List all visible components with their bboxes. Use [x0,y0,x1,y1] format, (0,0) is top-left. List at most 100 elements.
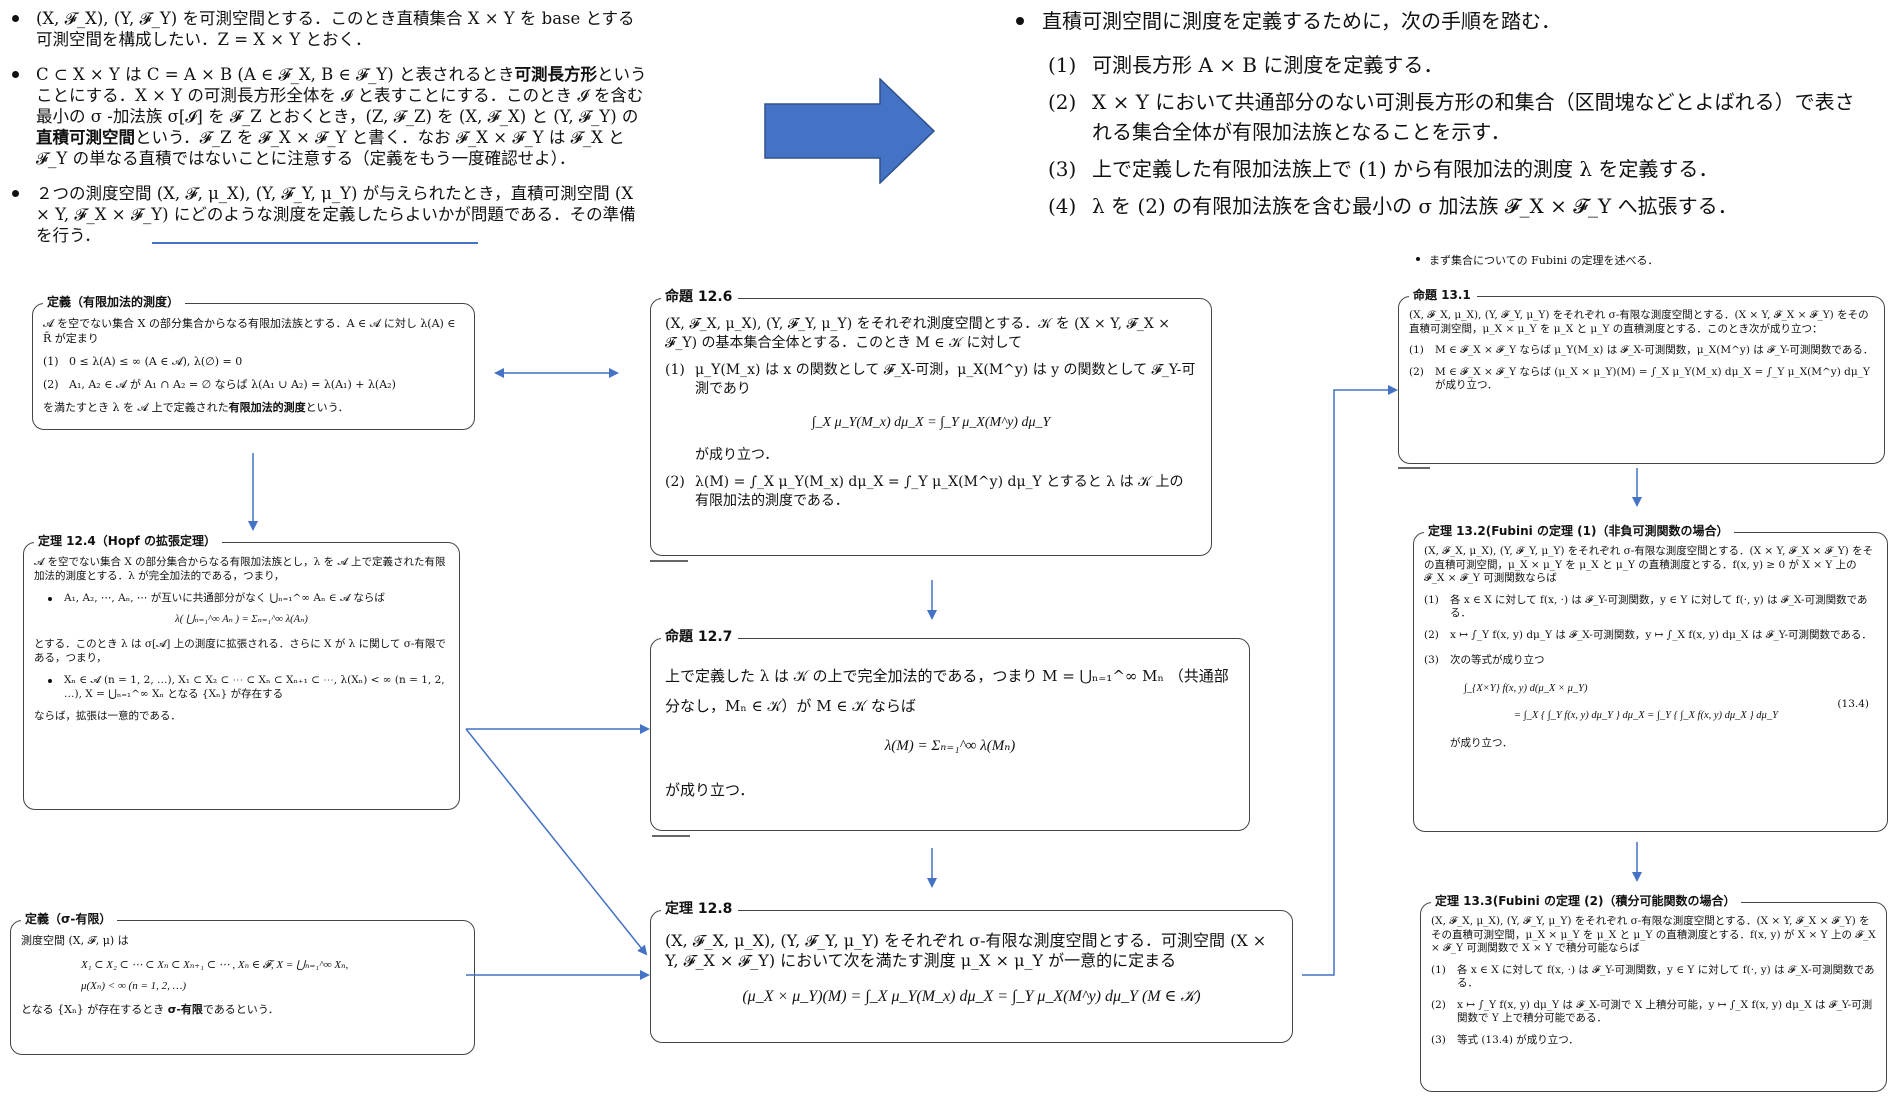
intro-bullet-2-post: という．𝓕_Z を 𝓕_X × 𝓕_Y と書く．なお 𝓕_X × 𝓕_Y は 𝓕… [36,128,625,168]
equation: μ(Xₙ) < ∞ (n = 1, 2, …) [81,980,187,992]
proposition-12-6-box: 命題 12.6 (X, 𝓕_X, μ_X), (Y, 𝓕_Y, μ_Y) をそれ… [650,289,1212,556]
outro-text: を満たすとき λ を 𝓐 上で定義された [43,401,229,414]
intro-bullet-3-text: ２つの測度空間 (X, 𝓕, μ_X), (Y, 𝓕_Y, μ_Y) が与えられ… [36,184,636,245]
item-number: (2) [1409,365,1424,378]
equation-number: (13.4) [1837,697,1869,710]
item-text: A₁, A₂ ∈ 𝓐 が A₁ ∩ A₂ = ∅ ならば λ(A₁ ∪ A₂) … [69,378,396,391]
box-title: 定理 13.2(Fubini の定理 (1)（非負可測関数の場合） [1424,523,1735,539]
box-intro: 測度空間 (X, 𝓕, μ) は [21,934,129,947]
item-text: 等式 (13.4) が成り立つ． [1457,1033,1579,1046]
steps-lead: 直積可測空間に測度を定義するために，次の手順を踏む． [1010,6,1870,36]
step-item: (1) 可測長方形 A × B に測度を定義する． [1010,50,1870,80]
intro-bullet-3: ２つの測度空間 (X, 𝓕, μ_X), (Y, 𝓕_Y, μ_Y) が与えられ… [8,183,648,246]
definition-finite-additive-measure-box: 定義（有限加法的測度） 𝓐 を空でない集合 X の部分集合からなる有限加法族とす… [32,294,475,430]
theorem-13-3-fubini-2-box: 定理 13.3(Fubini の定理 (2)（積分可能関数の場合） (X, 𝓕_… [1420,893,1887,1092]
step-text: λ を (2) の有限加法族を含む最小の σ 加法族 𝓕_X × 𝓕_Y へ拡張… [1092,194,1738,218]
box-intro: 上で定義した λ は 𝒦 の上で完全加法的である，つまり M = ⋃ₙ₌₁^∞ … [665,667,1229,715]
item-text: μ_Y(M_x) は x の関数として 𝓕_X-可測，μ_X(M^y) は y … [695,362,1196,397]
elbow-arrow-icon [1302,385,1398,976]
intro-bullet-2-mid: ということにする．X × Y の可測長方形全体を 𝓘 と表すことにする．このとき… [36,65,647,126]
item-text: 各 x ∈ X に対して f(x, ·) は 𝓕_Y-可測関数，y ∈ Y に対… [1457,963,1875,990]
proposition-12-7-box: 命題 12.7 上で定義した λ は 𝒦 の上で完全加法的である，つまり M =… [650,629,1250,831]
box-outro: が成り立つ． [665,781,755,799]
box-item: (2) x ↦ ∫_Y f(x, y) dμ_Y は 𝓕_X-可測関数，y ↦ ∫… [1424,629,1877,643]
item-text: M ∈ 𝓕_X × 𝓕_Y ならば (μ_X × μ_Y)(M) = ∫_X μ… [1435,365,1870,392]
step-number: (4) [1048,194,1077,218]
item-text: 各 x ∈ X に対して f(x, ·) は 𝓕_Y-可測関数，y ∈ Y に対… [1450,593,1868,620]
item-text: x ↦ ∫_Y f(x, y) dμ_Y は 𝓕_X-可測で X 上積分可能，y… [1457,998,1873,1025]
outro-text: という． [305,401,349,414]
item-text: 0 ≤ λ(A) ≤ ∞ (A ∈ 𝓐), λ(∅) = 0 [69,355,243,368]
box-bullet: Xₙ ∈ 𝓐 (n = 1, 2, …), X₁ ⊂ X₂ ⊂ ⋯ ⊂ Xₙ ⊂… [34,673,449,701]
theorem-13-2-fubini-1-box: 定理 13.2(Fubini の定理 (1)（非負可測関数の場合） (X, 𝓕_… [1413,523,1888,832]
intro-bullet-1: (X, 𝓕_X), (Y, 𝓕_Y) を可測空間とする．このとき直積集合 X ×… [8,8,648,50]
item-text: M ∈ 𝓕_X × 𝓕_Y ならば μ_Y(M_x) は 𝓕_X-可測関数，μ_… [1435,344,1874,356]
step-text: X × Y において共通部分のない可測長方形の和集合（区間塊などとよばれる）で表… [1092,90,1855,144]
box-intro: (X, 𝓕_X, μ_X), (Y, 𝓕_Y, μ_Y) をそれぞれ測度空間とす… [665,316,1171,351]
theorem-12-4-hopf-box: 定理 12.4（Hopf の拡張定理） 𝓐 を空でない集合 X の部分集合からな… [23,533,460,810]
box-title: 命題 13.1 [1409,287,1477,303]
definition-sigma-finite-box: 定義（σ-有限） 測度空間 (X, 𝓕, μ) は X₁ ⊂ X₂ ⊂ ⋯ ⊂ … [10,911,475,1055]
intro-bullet-2: C ⊂ X × Y は C = A × B (A ∈ 𝓕_X, B ∈ 𝓕_Y)… [8,64,648,169]
box-item: (2) M ∈ 𝓕_X × 𝓕_Y ならば (μ_X × μ_Y)(M) = ∫_… [1409,366,1874,393]
box-item: (1)各 x ∈ X に対して f(x, ·) は 𝓕_Y-可測関数，y ∈ Y… [1431,964,1876,991]
box-text: とする．このとき λ は σ[𝓐] 上の測度に拡張される．さらに X が λ に… [34,638,446,664]
item-text: x ↦ ∫_Y f(x, y) dμ_Y は 𝓕_X-可測関数，y ↦ ∫_X … [1450,628,1872,641]
box-intro: (X, 𝓕_X, μ_X), (Y, 𝓕_Y, μ_Y) をそれぞれ σ-有限な… [1424,545,1874,584]
step-number: (3) [1048,157,1077,181]
step-number: (1) [1048,53,1077,77]
box-title: 定理 12.8 [661,901,739,917]
equation: λ( ⋃ₙ₌₁^∞ Aₙ ) = Σₙ₌₁^∞ λ(Aₙ) [175,614,308,625]
equation: ∫_X μ_Y(M_x) dμ_X = ∫_Y μ_X(M^y) dμ_Y [811,415,1051,430]
box-item: (1) μ_Y(M_x) は x の関数として 𝓕_X-可測，μ_X(M^y) は… [665,361,1197,399]
item-text: 次の等式が成り立つ [1450,654,1545,666]
box-bullet: A₁, A₂, ⋯, Aₙ, ⋯ が互いに共通部分がなく ⋃ₙ₌₁^∞ Aₙ ∈… [34,591,449,605]
procedure-steps: 直積可測空間に測度を定義するために，次の手順を踏む． (1) 可測長方形 A × … [1010,6,1870,228]
item-number: (1) [1424,593,1439,606]
proposition-13-1-box: 命題 13.1 (X, 𝓕_X, μ_X), (Y, 𝓕_Y, μ_Y) をそれ… [1398,287,1885,464]
box-outro: ならば，拡張は一意的である． [34,710,181,722]
equation-line: = ∫_X { ∫_Y f(x, y) dμ_Y } dμ_X = ∫_Y { … [1514,710,1778,721]
item-number: (2) [43,378,59,391]
box-title: 定義（有限加法的測度） [43,294,186,310]
box-title: 命題 12.6 [661,289,739,305]
diagonal-arrow-icon [465,728,648,956]
box-title: 定理 13.3(Fubini の定理 (2)（積分可能関数の場合） [1431,893,1742,909]
box-intro: 𝓐 を空でない集合 X の部分集合からなる有限加法族とする．A ∈ 𝓐 に対し … [43,317,456,345]
intro-bullet-2-pre: C ⊂ X × Y は C = A × B (A ∈ 𝓕_X, B ∈ 𝓕_Y)… [36,65,515,84]
fubini-lead-text: まず集合についての Fubini の定理を述べる． [1413,252,1659,268]
equation-13-4: ∫_{X×Y} f(x, y) d(μ_X × μ_Y) = ∫_X { ∫_Y… [1424,682,1877,723]
intro-bullet-1-text: (X, 𝓕_X), (Y, 𝓕_Y) を可測空間とする．このとき直積集合 X ×… [36,9,635,49]
outro-text: であるという． [202,1003,279,1016]
step-text: 上で定義した有限加法族上で (1) から有限加法的測度 λ を定義する． [1092,157,1719,181]
box-underline-mark [650,560,688,562]
box-title: 定理 12.4（Hopf の拡張定理） [34,533,223,549]
box-intro: (X, 𝓕_X, μ_X), (Y, 𝓕_Y, μ_Y) をそれぞれ σ-有限な… [1409,309,1869,335]
item-number: (3) [1431,1033,1446,1046]
box-item: (3) 次の等式が成り立つ [1424,654,1877,668]
item-number: (1) [43,355,59,368]
step-item: (2)X × Y において共通部分のない可測長方形の和集合（区間塊などとよばれる… [1010,87,1870,147]
box-underline-mark [1398,467,1430,469]
item-number: (1) [1409,344,1424,356]
step-text: 可測長方形 A × B に測度を定義する． [1092,53,1444,77]
term-sigma-finite: σ-有限 [167,1003,203,1016]
term-measurable-rectangle: 可測長方形 [514,65,597,84]
item-text: λ(M) = ∫_X μ_Y(M_x) dμ_X = ∫_Y μ_X(M^y) … [695,474,1184,509]
equation: X₁ ⊂ X₂ ⊂ ⋯ ⊂ Xₙ ⊂ Xₙ₊₁ ⊂ ⋯ , Xₙ ∈ 𝓕, X … [81,959,349,971]
box-item: (2) x ↦ ∫_Y f(x, y) dμ_Y は 𝓕_X-可測で X 上積分可… [1431,999,1876,1026]
box-title: 命題 12.7 [661,629,739,645]
item-number: (2) [1431,998,1446,1011]
box-underline-mark [652,835,690,837]
item-number: (2) [1424,628,1439,641]
term-product-measurable-space: 直積可測空間 [36,128,135,147]
equation: λ(M) = Σₙ₌₁^∞ λ(Mₙ) [884,738,1016,754]
term-finite-additive-measure: 有限加法的測度 [228,401,306,414]
box-item: (3) 等式 (13.4) が成り立つ． [1431,1034,1876,1048]
item-number: (1) [665,362,685,378]
equation: (μ_X × μ_Y)(M) = ∫_X μ_Y(M_x) dμ_X = ∫_Y… [742,988,1201,1005]
item-number: (3) [1424,654,1439,666]
steps-lead-text: 直積可測空間に測度を定義するために，次の手順を踏む． [1042,9,1561,33]
item-number: (2) [665,474,685,490]
big-right-arrow-icon [764,78,936,184]
